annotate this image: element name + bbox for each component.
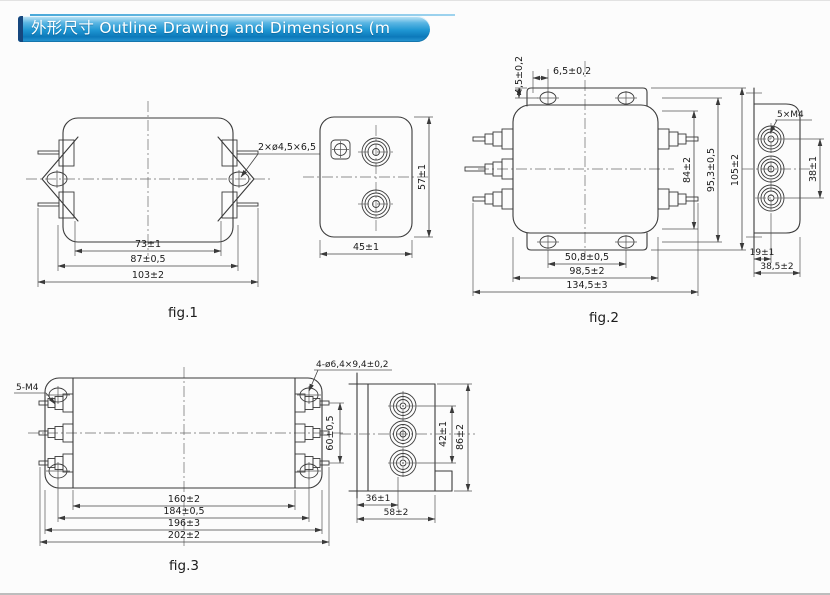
- fig3-dim-160: 160±2: [168, 494, 200, 505]
- fig3-dim-196: 196±3: [168, 518, 200, 529]
- fig2-side-view: 5×M4 38±1 19±1 38,5±2: [742, 87, 824, 277]
- fig2-dim-4-5: 4,5±0,2: [514, 56, 525, 94]
- fig3-side-terminals: [388, 392, 418, 477]
- fig2-dim-19: 19±1: [750, 248, 775, 258]
- fig3-front-view: 5-M4 4-ø6,4×9,4±0,2 60±0,5 160±2 184±0,5: [14, 360, 392, 574]
- fig1-right-flange: [217, 136, 255, 222]
- fig1-ground-terminal: [330, 139, 351, 160]
- fig1-left-flange: [41, 136, 79, 222]
- fig3-side-dimensions: 42±1 86±2 36±1 58±2: [356, 383, 472, 523]
- header-rule: [30, 14, 455, 16]
- fig1-side-view: 57±1 45±1: [303, 116, 433, 258]
- fig2-caption: fig.2: [589, 310, 619, 326]
- fig2-front-view: 6,5±0,2 4,5±0,2 84±2 95,3±0,5 105±2: [464, 56, 746, 326]
- fig3-dim-60: 60±0,5: [325, 415, 336, 450]
- fig1-side-dimensions: 57±1 45±1: [319, 116, 433, 258]
- fig2-front-dimensions: 6,5±0,2 4,5±0,2 84±2 95,3±0,5 105±2: [472, 56, 746, 296]
- fig3-hole-label: 4-ø6,4×9,4±0,2: [316, 360, 389, 370]
- fig2-bottom-flange: [526, 232, 648, 251]
- fig2-side-dimensions: 38±1 19±1 38,5±2: [750, 138, 824, 277]
- fig2-flange-holes: [537, 91, 637, 249]
- fig3-terminal-label: 5-M4: [16, 383, 39, 393]
- fig2-dim-84: 84±2: [682, 157, 693, 183]
- fig3-corner-holes: [46, 386, 321, 480]
- fig1-dim-57: 57±1: [417, 164, 428, 190]
- fig2-dim-134-5: 134,5±3: [566, 280, 607, 291]
- fig1-caption: fig.1: [168, 305, 198, 321]
- fig3-dim-86: 86±2: [455, 424, 466, 450]
- banner-left-edge: [18, 16, 23, 42]
- fig1-round-terminal-top: [358, 137, 394, 167]
- fig1-hole-label: 2×ø4,5×6,5: [258, 142, 316, 153]
- fig1-round-terminal-bottom: [358, 189, 394, 219]
- fig3-filter-body: [44, 377, 323, 489]
- fig3-dim-202: 202±2: [168, 530, 200, 541]
- fig3-right-terminal-studs: [294, 393, 330, 473]
- fig1-front-dimensions: 73±1 87±0,5 103±2: [37, 208, 259, 287]
- fig2-left-terminal-studs: [464, 128, 514, 210]
- fig2-dim-38-5: 38,5±2: [760, 262, 793, 272]
- fig3-front-dimensions: 60±0,5 160±2 184±0,5 196±3 202±2: [39, 402, 344, 546]
- fig3-dim-58: 58±2: [384, 508, 409, 518]
- fig1-terminal-lugs: [37, 139, 259, 219]
- section-header-banner: 外形尺寸 Outline Drawing and Dimensions (m: [18, 16, 430, 42]
- section-title: 外形尺寸 Outline Drawing and Dimensions (m: [31, 19, 391, 37]
- fig3-dim-42: 42±1: [438, 421, 449, 447]
- fig1-filter-body: [62, 117, 234, 243]
- fig1-dim-103: 103±2: [132, 270, 164, 281]
- fig3-side-view: 42±1 86±2 36±1 58±2: [340, 372, 475, 523]
- fig3-dim-36: 36±1: [366, 494, 391, 504]
- fig1-dim-73: 73±1: [135, 239, 161, 250]
- fig2-right-terminal-studs: [657, 128, 699, 210]
- fig3-dim-184: 184±0,5: [163, 506, 204, 517]
- fig2-terminal-label: 5×M4: [777, 110, 804, 120]
- fig2-dim-50-8: 50,8±0,5: [565, 252, 609, 263]
- fig2-dim-6-5: 6,5±0,2: [553, 66, 591, 77]
- fig3-caption: fig.3: [169, 558, 199, 574]
- fig1-dim-45: 45±1: [353, 242, 379, 253]
- fig2-top-flange: [526, 87, 648, 107]
- fig1-dim-87: 87±0,5: [130, 254, 165, 265]
- fig2-dim-105: 105±2: [730, 154, 741, 186]
- fig2-dim-38: 38±1: [808, 156, 819, 182]
- fig2-dim-95-3: 95,3±0,5: [706, 148, 717, 192]
- fig1-side-body: [319, 116, 413, 238]
- fig1-front-view: 2×ø4,5×6,5 73±1 87±0,5 103±2 fig.1: [26, 101, 320, 321]
- fig2-dim-98-5: 98,5±2: [569, 266, 604, 277]
